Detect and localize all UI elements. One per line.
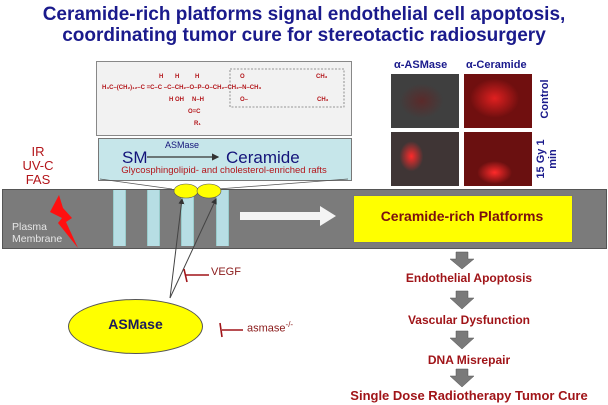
micrograph-header-ceramide: α-Ceramide <box>466 59 527 71</box>
membrane-channel <box>181 190 194 246</box>
ceramide-platform-label: Ceramide-rich Platforms <box>380 208 544 224</box>
cascade-step: Vascular Dysfunction <box>407 313 531 327</box>
stimulus-ir: IR <box>31 144 45 159</box>
svg-text:O: O <box>240 74 245 80</box>
micrograph-ceramide-15gy <box>464 132 532 186</box>
svg-text:H: H <box>195 74 199 80</box>
svg-text:N–H: N–H <box>192 97 204 103</box>
micrograph-header-asmase: α-ASMase <box>394 59 448 71</box>
cascade-step: DNA Misrepair <box>427 353 511 367</box>
rafts-caption: Glycosphingolipid- and cholesterol-enric… <box>121 165 327 176</box>
plasma-label-line-2: Membrane <box>12 233 63 245</box>
svg-text:CH₃: CH₃ <box>316 74 328 80</box>
cascade-step: Endothelial Apoptosis <box>405 271 533 285</box>
svg-text:O=C: O=C <box>188 109 201 115</box>
plasma-label-line-1: Plasma <box>12 221 48 233</box>
knockout-text: asmase <box>247 322 286 335</box>
vegf-inhibitor-bar <box>183 268 188 283</box>
title-line-2: coordinating tumor cure for stereotactic… <box>62 25 546 46</box>
micrograph-row-15gy: 15 Gy 1 min <box>535 139 559 179</box>
svg-text:H: H <box>159 74 163 80</box>
asmase-knockout-label: asmase-/- <box>247 320 293 335</box>
chem-chain: H₃C–(CH₂)₁₂–C =C–C –C–CH₂–O–P–O–CH₂–CH₂–… <box>102 85 261 91</box>
stimulus-uvc: UV-C <box>22 158 54 173</box>
svg-text:CH₃: CH₃ <box>317 97 329 103</box>
svg-text:H: H <box>175 74 179 80</box>
micrograph-row-control: Control <box>539 79 551 119</box>
micrograph-asmase-control <box>391 74 459 128</box>
stimulus-fas: FAS <box>25 172 51 187</box>
knockout-superscript: -/- <box>285 320 294 329</box>
sphingomyelin-structure: H₃C–(CH₂)₁₂–C =C–C –C–CH₂–O–P–O–CH₂–CH₂–… <box>102 68 345 127</box>
ko-inhibitor-bar <box>219 322 223 338</box>
svg-text:O–: O– <box>240 97 249 103</box>
ceramide-platform-box <box>353 195 573 243</box>
stimuli-list: IR UV-C FAS <box>18 145 58 187</box>
raft-reaction-box <box>98 138 352 181</box>
asmase-ellipse <box>68 299 203 354</box>
reaction-enzyme-label: ASMase <box>165 140 200 150</box>
svg-text:H OH: H OH <box>169 97 184 103</box>
svg-text:R₁: R₁ <box>194 121 201 127</box>
sm-label: SM <box>122 148 148 167</box>
membrane-channel <box>216 190 229 246</box>
title-line-1: Ceramide-rich platforms signal endotheli… <box>42 4 566 25</box>
membrane-channel <box>147 190 160 246</box>
choline-group-box <box>229 68 345 108</box>
micrograph-asmase-15gy <box>391 132 459 186</box>
down-arrow-icon <box>449 330 475 350</box>
down-arrow-icon <box>449 251 475 270</box>
micrograph-ceramide-control <box>464 74 532 128</box>
plasma-membrane-label: Plasma Membrane <box>12 221 62 245</box>
down-arrow-icon <box>449 368 475 388</box>
vegf-inhibitor-label: VEGF <box>211 266 241 278</box>
sphingomyelin-structure-box <box>96 61 352 136</box>
asmase-label: ASMase <box>108 316 163 332</box>
ceramide-label: Ceramide <box>226 148 300 167</box>
down-arrow-icon <box>449 290 475 310</box>
cascade-step: Single Dose Radiotherapy Tumor Cure <box>350 388 588 403</box>
membrane-channel <box>113 190 126 246</box>
